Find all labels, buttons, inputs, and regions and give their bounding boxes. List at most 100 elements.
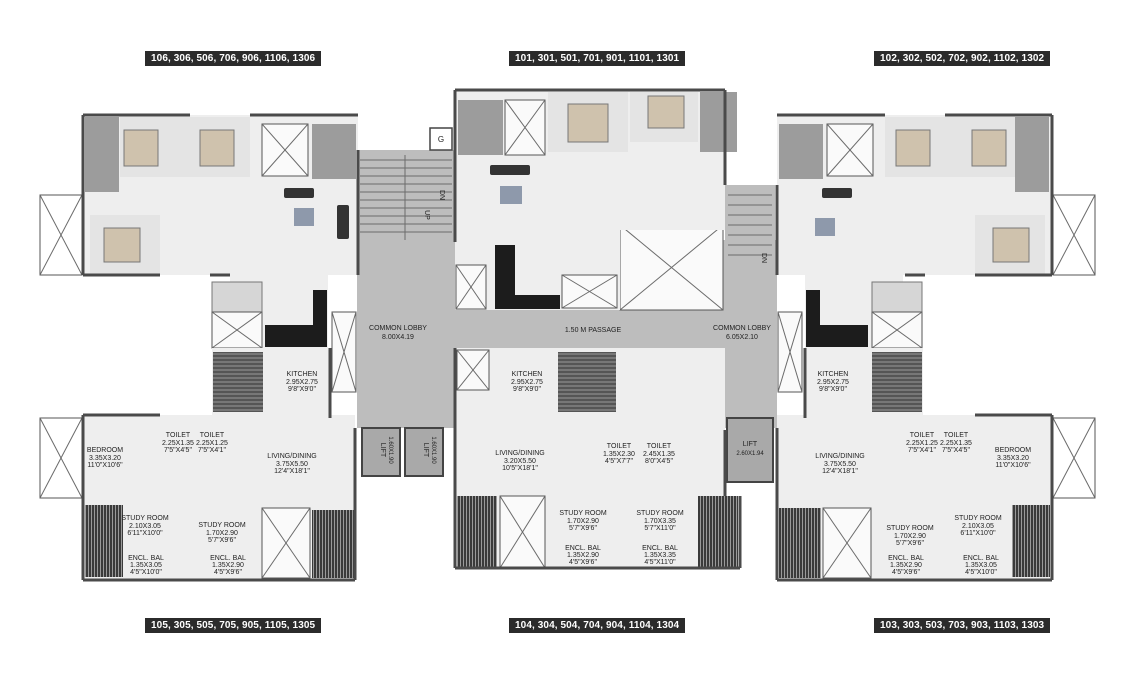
bl-grill-2 xyxy=(312,510,354,578)
br-kitchen-size: 2.95X2.75 xyxy=(817,379,849,386)
tl-bed-1-icon xyxy=(123,129,159,167)
lift-3 xyxy=(726,417,774,483)
bc-encl1-imp: 4'5"X9'6" xyxy=(569,559,597,566)
tc-sofa-icon xyxy=(490,165,530,175)
bl-study2-size: 1.70X2.90 xyxy=(206,530,238,537)
bc-study2-size: 1.70X3.35 xyxy=(644,518,676,525)
br-study2-imp: 6'11"X10'0" xyxy=(960,530,996,537)
bc-encl2-size: 1.35X3.35 xyxy=(644,552,676,559)
tr-bed-2-icon xyxy=(971,129,1007,167)
center-shaft-top xyxy=(619,224,724,311)
bc-study1-imp: 5'7"X9'6" xyxy=(569,525,597,532)
bl-toilet1-imp: 7'5"X4'5" xyxy=(164,447,192,454)
lift-1 xyxy=(361,427,401,477)
unit-tag-top-center: 101, 301, 501, 701, 901, 1101, 1301 xyxy=(509,51,686,66)
bl-kitchen-label: KITCHEN xyxy=(287,371,318,378)
tr-rug xyxy=(815,218,835,236)
br-dry-terrace xyxy=(872,352,922,412)
tr-sofa-icon xyxy=(822,188,852,198)
common-lobby-left-label: COMMON LOBBY xyxy=(369,325,427,332)
bc-encl1-label: ENCL. BAL xyxy=(565,545,601,552)
unit-bottom-left xyxy=(39,348,357,582)
tr-balcony-1 xyxy=(779,124,823,179)
tc-balcony-2 xyxy=(700,92,737,152)
lift-2 xyxy=(404,427,444,477)
tr-kitchen-counter xyxy=(806,325,868,347)
br-toilet2-label: TOILET xyxy=(944,432,969,439)
tl-sofa-2-icon xyxy=(337,205,349,239)
bl-toilet2-imp: 7'5"X4'1" xyxy=(198,447,226,454)
stair-dn-label: DN xyxy=(438,190,445,200)
left-stair-treads xyxy=(360,155,452,240)
tc-bed-2-icon xyxy=(647,95,685,129)
bc-living-imp: 10'5"X18'1" xyxy=(502,465,538,472)
br-living-size: 3.75X5.50 xyxy=(824,461,856,468)
br-encl2-label: ENCL. BAL xyxy=(963,555,999,562)
bc-toilet2-imp: 8'0"X4'5" xyxy=(645,458,673,465)
br-encl2-imp: 4'5"X10'0" xyxy=(965,569,997,576)
bc-encl2-imp: 4'5"X11'0" xyxy=(644,559,676,566)
tl-balcony-2 xyxy=(312,124,356,179)
bl-encl2-imp: 4'5"X9'6" xyxy=(214,569,242,576)
bc-kitchen-imp: 9'8"X9'0" xyxy=(513,386,541,393)
unit-tag-bottom-center: 104, 304, 504, 704, 904, 1104, 1304 xyxy=(509,618,686,633)
bc-study2-imp: 5'7"X11'0" xyxy=(644,525,676,532)
bl-study1-size: 2.10X3.05 xyxy=(129,523,161,530)
tr-bed-1-icon xyxy=(895,129,931,167)
bl-dry-terrace xyxy=(213,352,263,412)
bl-study2-imp: 5'7"X9'6" xyxy=(208,537,236,544)
common-lobby-left-size: 8.00X4.19 xyxy=(382,334,414,341)
unit-bottom-right xyxy=(775,348,1096,582)
bc-study1-size: 1.70X2.90 xyxy=(567,518,599,525)
br-encl1-imp: 4'5"X9'6" xyxy=(892,569,920,576)
tl-kitchen-counter xyxy=(265,325,327,347)
tc-balcony-1 xyxy=(458,100,503,155)
bl-encl1-label: ENCL. BAL xyxy=(128,555,164,562)
bc-study2-label: STUDY ROOM xyxy=(636,510,683,517)
br-study2-size: 2.10X3.05 xyxy=(962,523,994,530)
bc-encl2-label: ENCL. BAL xyxy=(642,545,678,552)
bl-bedroom-imp: 11'0"X10'6" xyxy=(87,462,123,469)
lift-2-label: LIFT xyxy=(422,443,429,458)
bl-study1-imp: 6'11"X10'0" xyxy=(127,530,163,537)
br-study1-label: STUDY ROOM xyxy=(886,525,933,532)
bc-dry-terrace xyxy=(558,352,616,412)
br-kitchen-imp: 9'8"X9'0" xyxy=(819,386,847,393)
bc-encl1-size: 1.35X2.90 xyxy=(567,552,599,559)
br-encl1-label: ENCL. BAL xyxy=(888,555,924,562)
bl-living-imp: 12'4"X18'1" xyxy=(274,468,310,475)
br-kitchen-label: KITCHEN xyxy=(818,371,849,378)
common-lobby-right-label: COMMON LOBBY xyxy=(713,325,771,332)
bl-encl1-size: 1.35X3.05 xyxy=(130,562,162,569)
tc-kitchen-counter xyxy=(495,245,515,305)
br-encl2-size: 1.35X3.05 xyxy=(965,562,997,569)
bl-toilet2-size: 2.25X1.25 xyxy=(196,440,228,447)
br-study1-imp: 5'7"X9'6" xyxy=(896,540,924,547)
stair-up-label: UP xyxy=(423,210,430,220)
right-stair-treads xyxy=(728,194,772,256)
unit-tag-top-right: 102, 302, 502, 702, 902, 1102, 1302 xyxy=(874,51,1051,66)
bl-bedroom-size: 3.35X3.20 xyxy=(89,455,121,462)
bl-toilet2-label: TOILET xyxy=(200,432,225,439)
tc-bed-1-icon xyxy=(567,103,609,143)
lift-1-label: LIFT xyxy=(379,443,386,458)
bl-bedroom-label: BEDROOM xyxy=(87,447,123,454)
br-toilet2-imp: 7'5"X4'5" xyxy=(942,447,970,454)
bc-toilet2-label: TOILET xyxy=(647,443,672,450)
br-bedroom-size: 3.35X3.20 xyxy=(997,455,1029,462)
bl-living-label: LIVING/DINING xyxy=(267,453,316,460)
tr-utility xyxy=(871,281,923,313)
tl-rug xyxy=(294,208,314,226)
bl-encl2-label: ENCL. BAL xyxy=(210,555,246,562)
bc-living-size: 3.20X5.50 xyxy=(504,458,536,465)
br-toilet1-label: TOILET xyxy=(910,432,935,439)
br-living-imp: 12'4"X18'1" xyxy=(822,468,858,475)
bl-toilet1-label: TOILET xyxy=(166,432,191,439)
bc-study1-label: STUDY ROOM xyxy=(559,510,606,517)
bc-living-label: LIVING/DINING xyxy=(495,450,544,457)
bc-kitchen-label: KITCHEN xyxy=(512,371,543,378)
bl-kitchen-imp: 9'8"X9'0" xyxy=(288,386,316,393)
unit-tag-top-left: 106, 306, 506, 706, 906, 1106, 1306 xyxy=(145,51,322,66)
bl-living-size: 3.75X5.50 xyxy=(276,461,308,468)
br-grill-2 xyxy=(1012,505,1050,577)
